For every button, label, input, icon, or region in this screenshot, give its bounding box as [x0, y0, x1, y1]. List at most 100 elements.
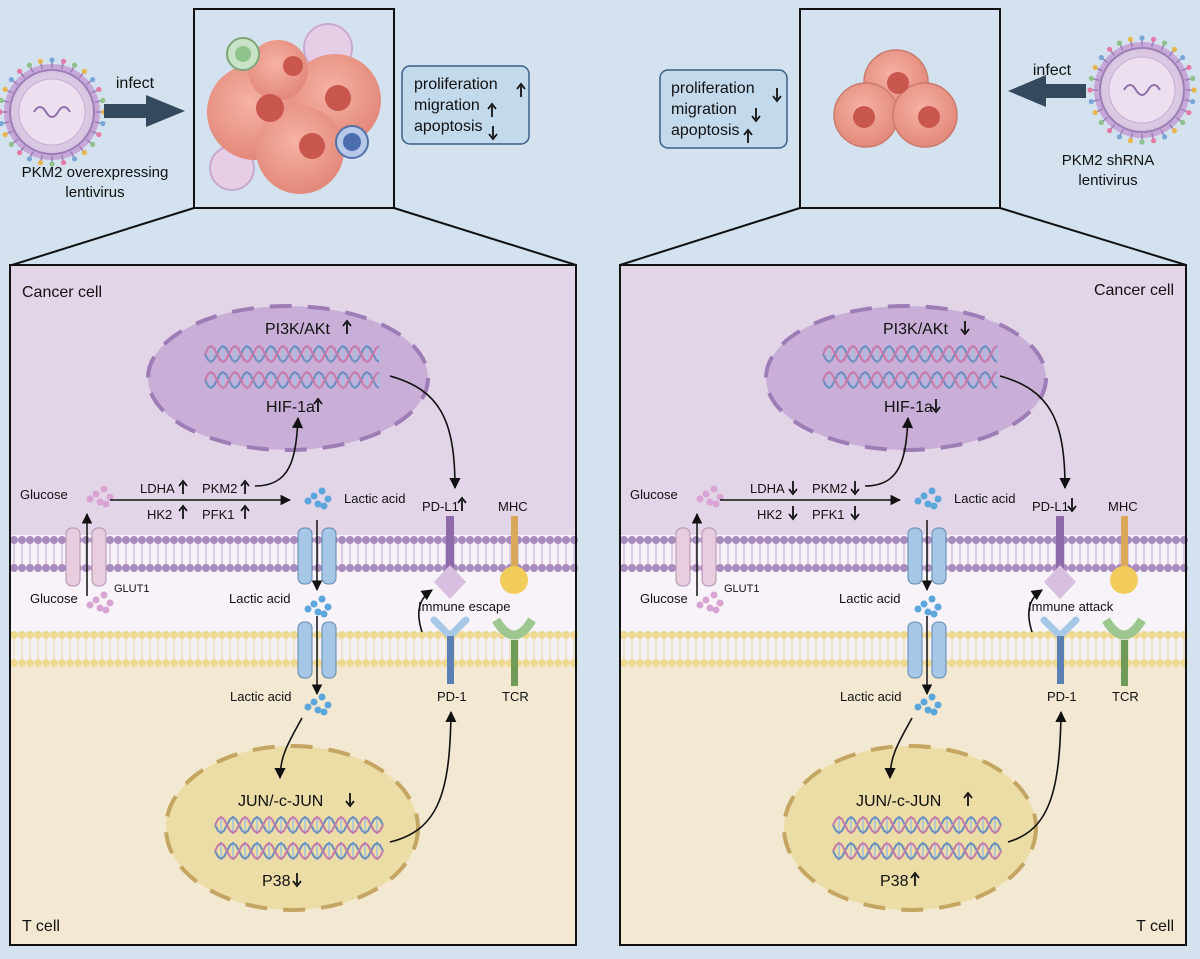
lactate-dots-mid: [304, 595, 332, 618]
virus-left: [4, 64, 100, 160]
nucleus-to-pdl1-arrow: [389, 375, 461, 490]
glucose-top-dots: [86, 485, 114, 508]
p38-to-pd1-arrow: [1007, 710, 1067, 843]
pi3k-label: PI3K/AKt: [265, 321, 330, 338]
mhc-stalk: [511, 516, 518, 572]
mct-transporter-b: [931, 527, 947, 585]
p38-label: P38: [880, 873, 909, 890]
glut1-label: GLUT1: [114, 583, 149, 595]
zoom-line-left-b: [393, 207, 577, 266]
lactic-bottom-label: Lactic acid: [230, 689, 291, 704]
jun-label: JUN/-c-JUN: [238, 793, 323, 810]
dna-helix-icon: [214, 815, 384, 861]
glut1-right-half: [91, 527, 107, 587]
glucose-bottom-dots: [696, 591, 724, 614]
pfk1-label: PFK1: [812, 507, 845, 522]
hif-label: HIF-1a: [884, 399, 933, 416]
pd1-stalk: [447, 636, 454, 684]
tcr-stalk: [1121, 640, 1128, 686]
panel-border: [619, 264, 1187, 946]
mhc-head: [1110, 566, 1138, 594]
p38-arrow-icon: [910, 871, 920, 886]
p38-to-pd1-arrow: [389, 710, 457, 843]
lactate-dots-top: [914, 487, 942, 510]
pd1-pdl1-arrow: [1028, 589, 1043, 633]
jun-arrow-icon: [345, 793, 355, 808]
pdl1-head: [1044, 565, 1076, 599]
dna-helix-icon: [832, 815, 1002, 861]
tcr-stalk: [511, 640, 518, 686]
pi3k-label: PI3K/AKt: [883, 321, 948, 338]
mct-transporter-a: [907, 527, 923, 585]
mct-transporter-b: [321, 527, 337, 585]
pdl1-arrow-icon: [1067, 498, 1077, 513]
lactic-top-label: Lactic acid: [954, 491, 1015, 506]
pdl1-stalk: [1056, 516, 1064, 574]
pd1-stalk: [1057, 636, 1064, 684]
glut1-right-half: [701, 527, 717, 587]
effect-right-1: migration: [671, 101, 737, 118]
hk2-arrow-icon: [178, 504, 188, 519]
ldha-label: LDHA: [140, 481, 175, 496]
pdl1-stalk: [446, 516, 454, 574]
effect-right-1-arrow-icon: [751, 108, 761, 123]
virus-label-right-line1: PKM2 shRNA: [1062, 152, 1155, 169]
effect-left-2: apoptosis: [414, 118, 483, 135]
panel-border: [9, 264, 577, 946]
effect-left-2-arrow-icon: [488, 126, 498, 141]
pkm2-arrow-icon: [850, 481, 860, 496]
virus-label-right-line2: lentivirus: [1078, 172, 1137, 189]
pd1-label: PD-1: [437, 689, 467, 704]
tcr-label: TCR: [1112, 689, 1139, 704]
mhc-label: MHC: [498, 499, 528, 514]
dna-helix-icon: [204, 344, 380, 390]
virus-label-left-line1: PKM2 overexpressing: [22, 164, 169, 181]
jun-label: JUN/-c-JUN: [856, 793, 941, 810]
effects-box-right: [659, 69, 788, 149]
infect-label-left: infect: [116, 75, 155, 92]
lactate-to-jun-arrow: [884, 717, 913, 780]
pkm2-label: PKM2: [202, 481, 237, 496]
hk2-label: HK2: [147, 507, 172, 522]
tcr-head: [492, 617, 536, 640]
glut1-label: GLUT1: [724, 583, 759, 595]
glucose-bottom-label: Glucose: [30, 591, 78, 606]
tcr-label: TCR: [502, 689, 529, 704]
effects-box-left: [401, 65, 530, 145]
nucleus-to-pdl1-arrow: [999, 375, 1071, 490]
effect-left-0: proliferation: [414, 76, 498, 93]
cancer-cell-label: Cancer cell: [1094, 282, 1174, 299]
effect-right-0: proliferation: [671, 80, 755, 97]
pkm2-label: PKM2: [812, 481, 847, 496]
tcr-head: [1102, 617, 1146, 640]
zoom-line-right-b: [999, 207, 1187, 266]
mct-transporter-b: [931, 621, 947, 679]
zoom-line-left-a: [11, 207, 195, 266]
infect-label-right: infect: [1033, 62, 1072, 79]
effect-left-0-arrow-icon: [516, 82, 526, 97]
effect-left-1: migration: [414, 97, 480, 114]
dna-helix-icon: [822, 344, 998, 390]
virus-right: [1094, 42, 1190, 138]
virus-spikes-right: [1087, 35, 1197, 145]
mct-transporter-b: [321, 621, 337, 679]
effect-right-0-arrow-icon: [772, 88, 782, 103]
t-cell-label: T cell: [1136, 918, 1174, 935]
pi3k-arrow-icon: [960, 321, 970, 336]
glucose-bottom-label: Glucose: [640, 591, 688, 606]
glucose-top-label: Glucose: [630, 487, 678, 502]
hif-label: HIF-1a: [266, 399, 315, 416]
hk2-arrow-icon: [788, 506, 798, 521]
immune-label: Immune attack: [1028, 599, 1114, 614]
pfk1-arrow-icon: [850, 506, 860, 521]
lactate-dots-bottom: [304, 693, 332, 716]
infect-arrow-left: [104, 95, 185, 127]
lactic-mid-label: Lactic acid: [839, 591, 900, 606]
pdl1-arrow-icon: [457, 496, 467, 511]
lactate-dots-mid: [914, 595, 942, 618]
pfk1-label: PFK1: [202, 507, 235, 522]
lactate-dots-top: [304, 487, 332, 510]
